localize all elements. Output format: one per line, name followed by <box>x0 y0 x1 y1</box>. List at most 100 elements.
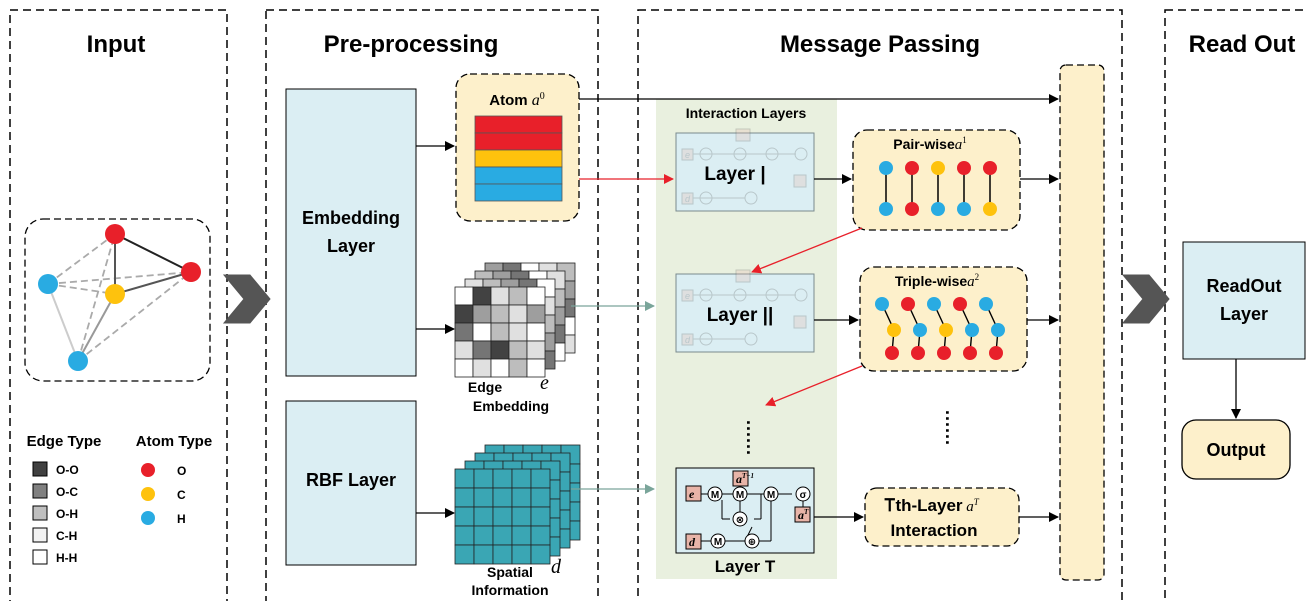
tensor-cell <box>526 286 546 306</box>
atom-swatch <box>141 463 155 477</box>
tensor-cell <box>454 340 474 360</box>
arrow-triplewise-to-next <box>765 365 863 407</box>
atom-node <box>885 346 899 360</box>
edge-swatch <box>32 549 48 565</box>
embedding-layer-box <box>285 88 417 377</box>
tensor-cell <box>454 358 474 378</box>
atom-type-label: H <box>177 512 186 526</box>
embedding-layer-label-line1: Embedding <box>302 208 400 228</box>
operator-symbol: M <box>711 490 719 501</box>
operator-symbol: M <box>767 490 775 501</box>
arrow-pairwise-to-layer2 <box>751 227 863 274</box>
operator-symbol: M <box>714 537 722 548</box>
atom-node <box>905 202 919 216</box>
atom-node <box>879 161 893 175</box>
variable-node <box>732 470 749 487</box>
rbf-layer-box <box>285 400 417 566</box>
atom-node <box>901 297 915 311</box>
tensor-cell <box>511 506 532 527</box>
tensor-cell <box>492 468 513 489</box>
atom-node <box>989 346 1003 360</box>
input-title: Input <box>87 31 146 58</box>
tensor-cell <box>526 304 546 324</box>
ellipsis-right: ...... <box>942 410 962 446</box>
tensor-cell <box>530 506 551 527</box>
tensor-cell <box>490 286 510 306</box>
tensor-cell <box>511 544 532 565</box>
variable-node <box>685 533 702 550</box>
svg-text:d: d <box>685 194 691 204</box>
atom-node <box>965 323 979 337</box>
pairwise-block: Pair-wisea1 <box>852 129 1021 231</box>
readout-layer-label-line2: Layer <box>1220 304 1268 324</box>
variable-node <box>685 485 702 502</box>
tensor-cell <box>530 487 551 508</box>
layer-t-label: Layer T <box>715 557 776 576</box>
layer-2-block: e d Layer || <box>675 269 815 353</box>
atom-swatch <box>141 511 155 525</box>
edge-type-label: O-O <box>56 463 79 477</box>
tensor-cell <box>473 525 494 546</box>
atom-swatch <box>141 487 155 501</box>
spatial-symbol: d <box>551 556 562 578</box>
atom-type-label: O <box>177 464 186 478</box>
svg-text:d: d <box>685 335 691 345</box>
edge-type-title: Edge Type <box>27 433 102 450</box>
readout-panel <box>1164 9 1306 601</box>
operator-symbol: M <box>736 490 744 501</box>
edge-type-label: O-H <box>56 507 78 521</box>
tensor-cell <box>490 358 510 378</box>
tensor-cell <box>492 487 513 508</box>
svg-text:e: e <box>685 150 690 160</box>
layer-2-label: Layer || <box>707 305 774 326</box>
pairwise-label: Pair-wisea1 <box>893 135 966 153</box>
spatial-information-tensor <box>454 444 581 565</box>
concatenation-bar <box>1059 64 1105 581</box>
tensor-cell <box>530 525 551 546</box>
atom-type-label: C <box>177 488 186 502</box>
message-passing-panel <box>637 9 1123 601</box>
atom-node <box>983 161 997 175</box>
tensor-cell <box>454 544 475 565</box>
atom-node <box>979 297 993 311</box>
tensor-cell <box>490 322 510 342</box>
edge-embedding-label-line1: Edge <box>468 379 502 395</box>
tensor-cell <box>454 506 475 527</box>
edge-type-legend: O-OO-CO-HC-HH-H <box>32 461 79 565</box>
svg-text:e: e <box>685 291 690 301</box>
edge-type-label: C-H <box>56 529 77 543</box>
layer-1-label: Layer | <box>704 164 765 185</box>
atom-node <box>957 202 971 216</box>
tensor-cell <box>490 340 510 360</box>
tensor-cell <box>454 304 474 324</box>
variable-label: aT <box>798 508 809 522</box>
operator-symbol: σ <box>800 490 807 501</box>
chevron-right-icon <box>1121 274 1170 324</box>
operator-symbol: ⊗ <box>736 515 744 526</box>
triplewise-label: Triple-wisea2 <box>895 272 979 290</box>
atom-label: Atom a0 <box>489 91 545 109</box>
operator-node <box>707 486 723 502</box>
operator-node <box>763 486 779 502</box>
spatial-label-line1: Spatial <box>487 564 533 580</box>
atom-type-legend: OCH <box>141 463 186 526</box>
rbf-layer-label: RBF Layer <box>306 470 396 490</box>
atom-node <box>887 323 901 337</box>
tensor-cell <box>530 544 551 565</box>
atom-node <box>875 297 889 311</box>
operator-node <box>710 533 726 549</box>
variable-node <box>794 506 811 523</box>
edge-type-label: O-C <box>56 485 78 499</box>
tensor-cell <box>454 286 474 306</box>
atom-type-title: Atom Type <box>136 433 212 450</box>
atom-node <box>937 346 951 360</box>
output-label: Output <box>1207 440 1266 460</box>
tth-layer-label: Ꭲth-Layer aT <box>884 496 980 515</box>
edge-embedding-tensor <box>454 262 576 378</box>
readout-layer-label-line1: ReadOut <box>1206 276 1281 296</box>
tensor-cell <box>526 322 546 342</box>
atom-node <box>927 297 941 311</box>
edge-swatch <box>32 483 48 499</box>
variable-label: d <box>689 535 696 549</box>
